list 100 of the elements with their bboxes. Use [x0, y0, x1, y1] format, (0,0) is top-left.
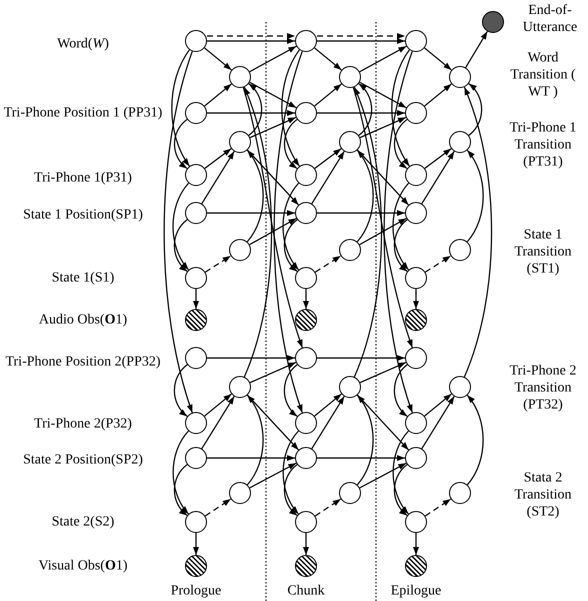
variable-label: Stata 2 Transition (ST2)	[513, 470, 573, 520]
arrow	[204, 394, 232, 416]
node-circle	[185, 347, 207, 369]
node-circle	[185, 30, 207, 52]
arrow	[359, 82, 407, 108]
observed-node-circle	[185, 555, 207, 577]
arrow	[250, 116, 296, 138]
arrow	[193, 533, 199, 555]
variable-label: Tri-Phone 1(P31)	[33, 170, 133, 186]
node-circle	[295, 412, 317, 434]
variable-label: Visual Obs(O1)	[38, 558, 128, 574]
slice-label: Epilogue	[390, 582, 442, 600]
arrow	[311, 396, 345, 449]
node-circle	[295, 511, 317, 533]
variable-label: Tri-Phone 1 Transition (PT31)	[508, 120, 578, 170]
arrow	[204, 48, 232, 70]
arrow	[392, 430, 409, 514]
arrow	[360, 362, 406, 384]
arrow	[394, 364, 408, 417]
arrow	[246, 150, 264, 242]
arrow	[204, 255, 232, 273]
arrow	[204, 498, 232, 516]
arrow	[207, 38, 295, 44]
node-circle	[405, 267, 427, 289]
node-circle	[405, 30, 427, 52]
node-circle	[295, 347, 317, 369]
node-circle	[229, 376, 251, 398]
arrow	[174, 364, 188, 417]
arrow	[358, 83, 372, 136]
node-circle	[229, 239, 251, 261]
node-circle	[339, 376, 361, 398]
variable-label: Tri-Phone Position 1 (PP31)	[3, 104, 163, 122]
arrow	[164, 51, 193, 413]
node-circle	[339, 239, 361, 261]
arrow	[284, 219, 298, 272]
arrow	[424, 148, 452, 169]
arrow	[207, 110, 295, 116]
variable-label: State 2(S2)	[50, 514, 116, 530]
arrow	[282, 430, 299, 514]
arrow	[247, 394, 299, 450]
observed-node-circle	[405, 555, 427, 577]
arrow	[314, 84, 342, 106]
variable-label: State 1(S1)	[50, 270, 116, 286]
node-circle	[185, 412, 207, 434]
arrow	[354, 86, 382, 378]
arrow	[352, 87, 413, 348]
arrow	[357, 150, 409, 206]
arrow	[314, 498, 342, 516]
observed-node-circle	[295, 555, 317, 577]
arrow	[204, 148, 232, 169]
arrow	[242, 87, 303, 348]
node-circle	[185, 511, 207, 533]
node-circle	[449, 239, 471, 261]
arrow	[249, 82, 297, 108]
node-circle	[449, 482, 471, 504]
arrow	[466, 394, 484, 486]
arrow	[394, 219, 408, 272]
arrow	[244, 86, 272, 378]
node-circle	[185, 164, 207, 186]
arrow	[249, 218, 297, 246]
arrow	[317, 455, 405, 461]
arrow	[394, 118, 408, 170]
arrow	[281, 49, 300, 167]
arrow	[207, 33, 295, 39]
node-circle	[229, 66, 251, 88]
arrow	[314, 148, 342, 169]
node-circle	[405, 511, 427, 533]
variable-label: Tri-Phone 2 Transition (PT32)	[508, 362, 578, 414]
arrow	[174, 464, 188, 516]
node-circle	[185, 447, 207, 469]
arrow	[359, 218, 407, 246]
node-circle	[185, 202, 207, 224]
node-circle	[339, 131, 361, 153]
arrow	[201, 396, 235, 449]
variable-label: Word(W)	[56, 36, 110, 52]
arrow	[392, 182, 410, 270]
arrow	[413, 533, 419, 555]
variable-label: Word Transition ( WT )	[509, 50, 577, 100]
arrow	[207, 355, 295, 361]
node-circle	[295, 447, 317, 469]
arrow	[174, 118, 188, 170]
node-caption: End-of- Utterance	[522, 2, 578, 36]
arrow	[360, 116, 406, 138]
node-circle	[185, 267, 207, 289]
arrow	[172, 182, 190, 270]
arrow	[311, 151, 345, 204]
arrow	[249, 46, 297, 72]
arrow	[394, 464, 408, 516]
arrow	[247, 150, 299, 206]
arrow	[204, 84, 232, 106]
arrow	[421, 396, 455, 449]
node-circle	[295, 30, 317, 52]
arrow	[250, 362, 296, 384]
node-circle	[185, 102, 207, 124]
arrow	[172, 430, 189, 514]
arrow	[171, 49, 190, 167]
arrow	[193, 289, 199, 309]
arrow	[317, 33, 405, 39]
variable-label: State 1 Position(SP1)	[23, 206, 143, 224]
arrow	[424, 84, 452, 106]
